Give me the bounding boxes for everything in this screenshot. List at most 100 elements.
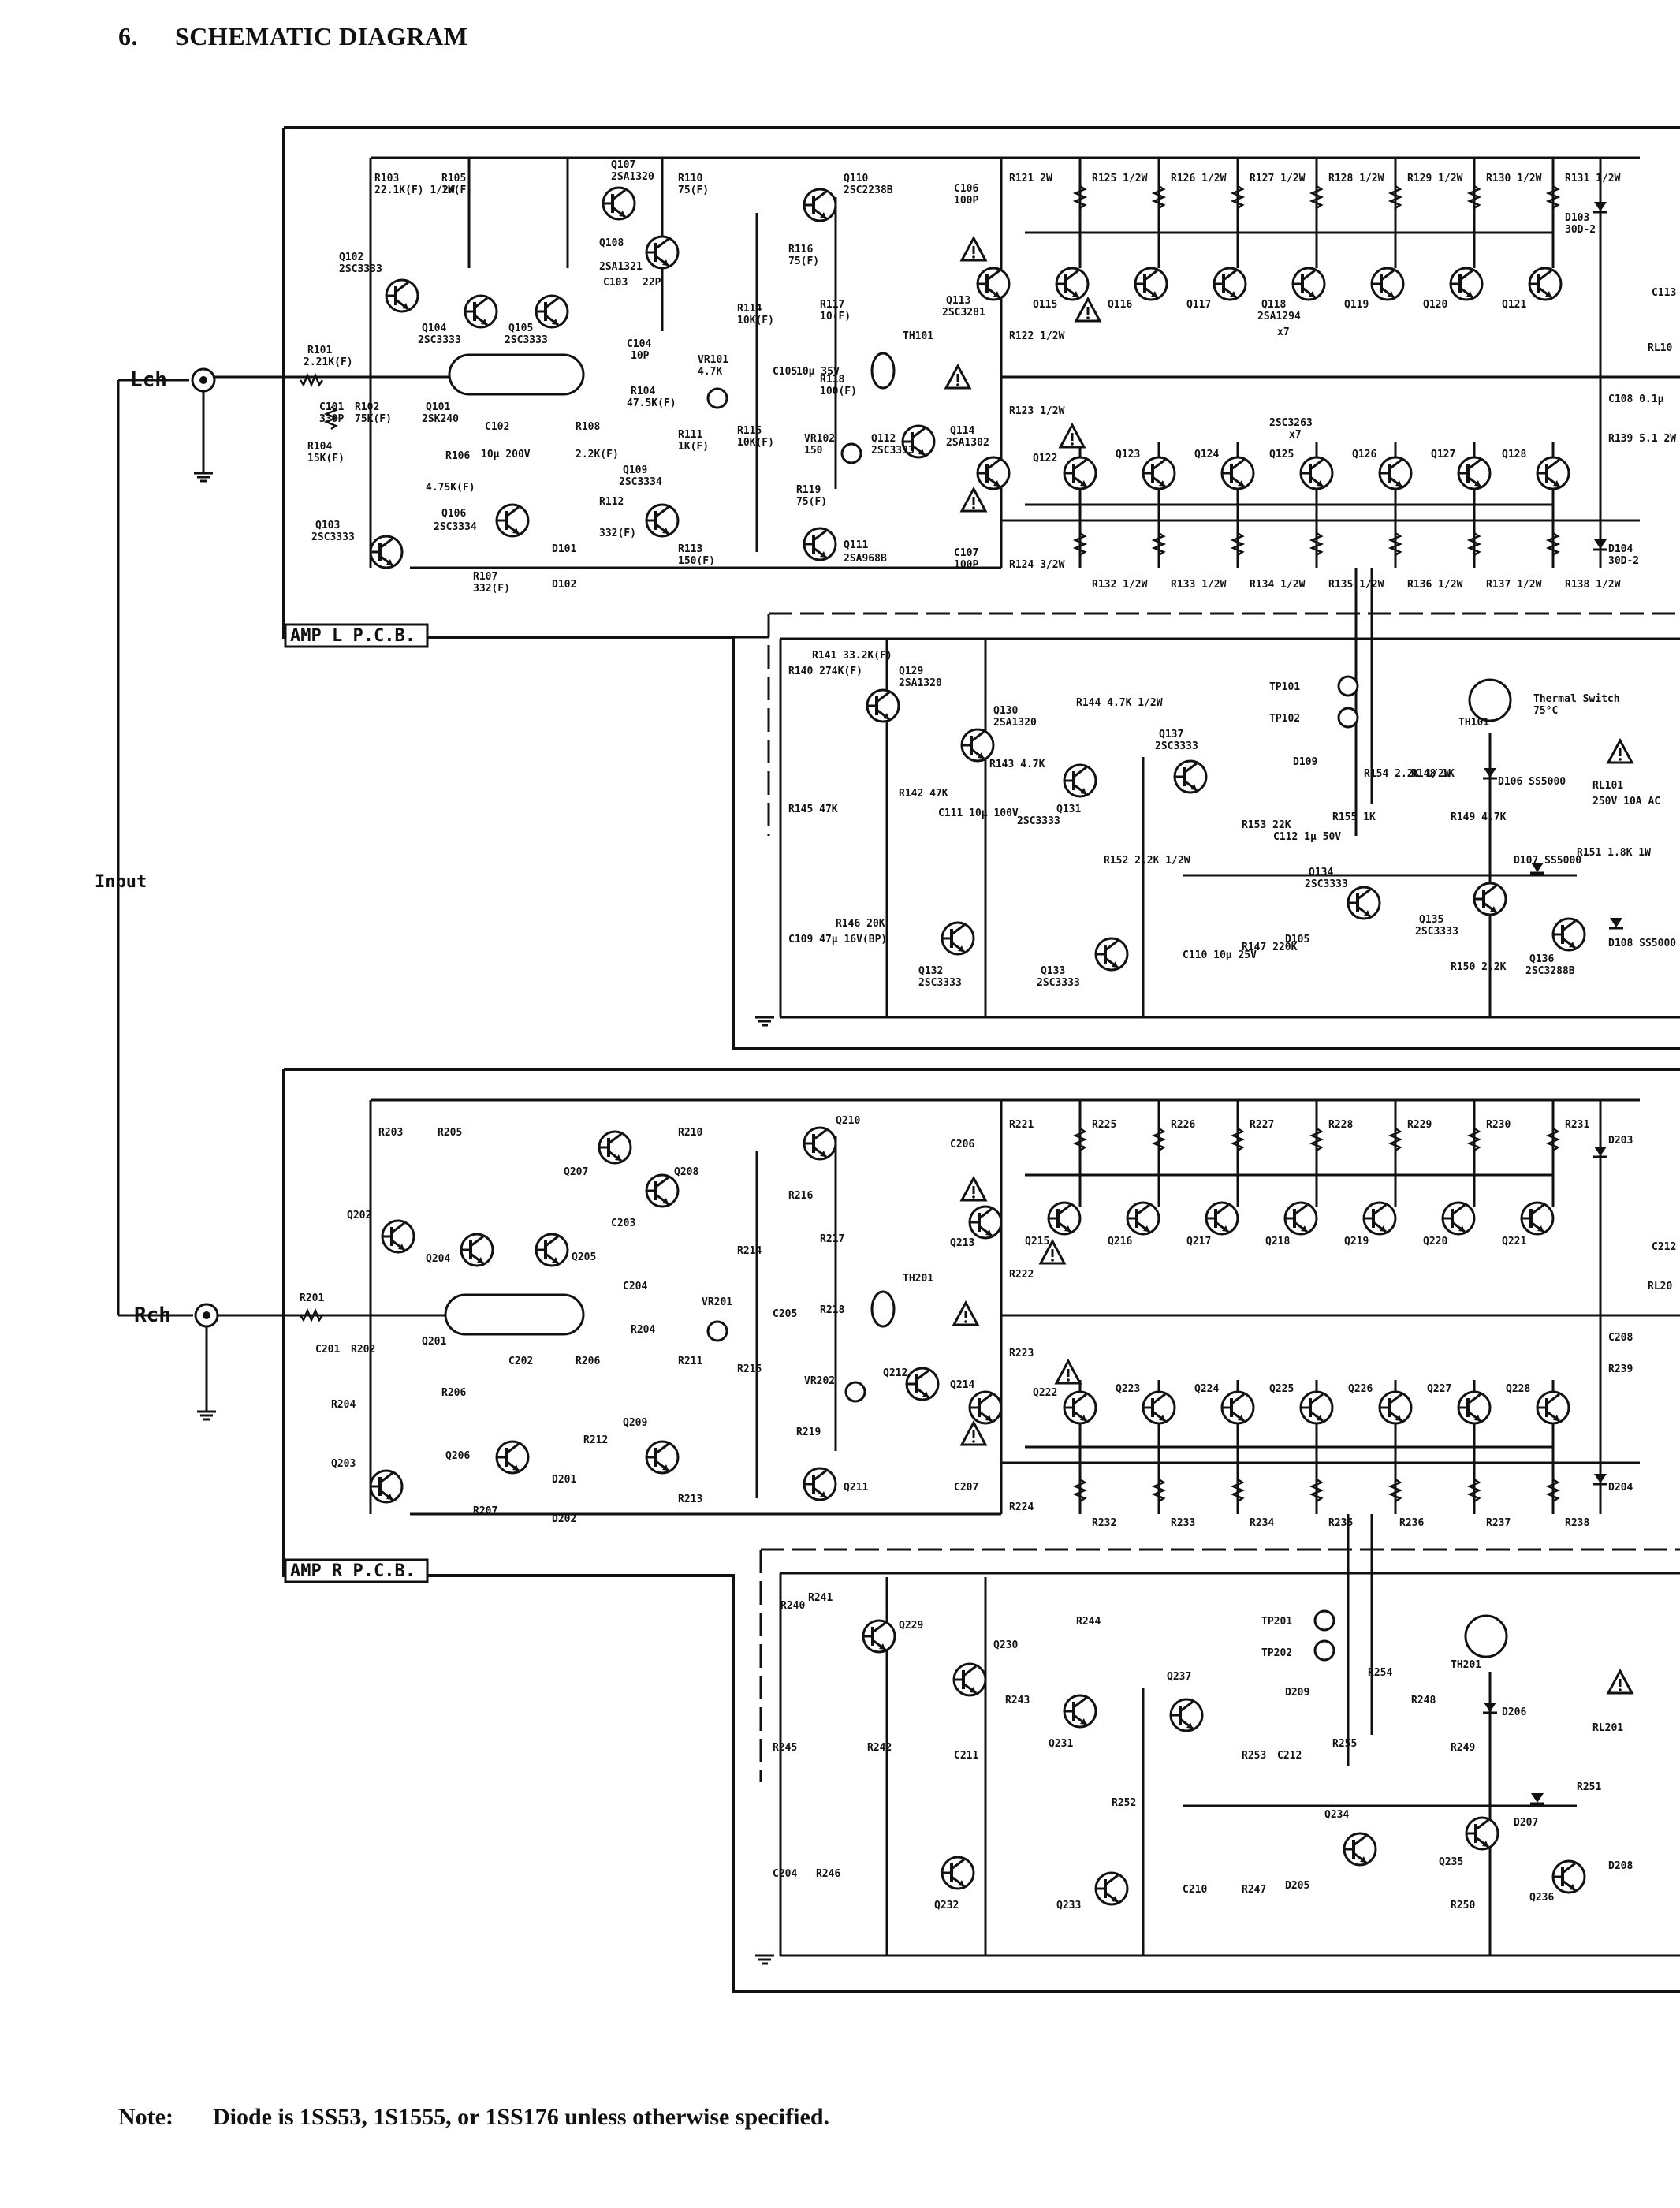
label-r227: R227 bbox=[1250, 1119, 1274, 1131]
label-rl101: RL101 bbox=[1592, 780, 1623, 792]
label-r249: R249 bbox=[1451, 1742, 1475, 1754]
label-r101: R101 bbox=[307, 345, 332, 356]
label-th101: TH101 bbox=[903, 330, 933, 342]
label-r111-value: 1K(F) bbox=[678, 441, 709, 453]
label-r251: R251 bbox=[1577, 1781, 1601, 1793]
label-d205: D205 bbox=[1285, 1880, 1309, 1892]
label-q119: Q119 bbox=[1344, 299, 1369, 311]
note-text: Diode is 1SS53, 1S1555, or 1SS176 unless… bbox=[213, 2104, 830, 2130]
label-q103-type: 2SC3333 bbox=[311, 531, 355, 543]
label-q136-type: 2SC3288B bbox=[1525, 965, 1575, 977]
warning-icon bbox=[944, 364, 971, 390]
label-r234: R234 bbox=[1250, 1517, 1274, 1529]
label-c203: C203 bbox=[611, 1218, 635, 1229]
label-r238: R238 bbox=[1565, 1517, 1589, 1529]
label-d208: D208 bbox=[1608, 1860, 1633, 1872]
warning-icon bbox=[960, 1421, 987, 1446]
label-r104b-value: 47.5K(F) bbox=[627, 397, 676, 409]
label-r244: R244 bbox=[1076, 1616, 1101, 1628]
label-c208: C208 bbox=[1608, 1332, 1633, 1344]
label-r223: R223 bbox=[1009, 1348, 1034, 1359]
label-r115: R115 bbox=[737, 425, 762, 437]
label-c202: C202 bbox=[508, 1356, 533, 1367]
label-q112: Q112 bbox=[871, 433, 896, 445]
label-q219: Q219 bbox=[1344, 1236, 1369, 1248]
label-c107: C107 bbox=[954, 547, 978, 559]
label-r143: R143 4.7K bbox=[989, 759, 1045, 770]
label-r128: R128 1/2W bbox=[1328, 173, 1384, 185]
label-q109-type: 2SC3334 bbox=[619, 476, 662, 488]
label-d104: D104 bbox=[1608, 543, 1633, 555]
label-r137: R137 1/2W bbox=[1486, 579, 1542, 591]
label-q101: Q101 bbox=[426, 401, 450, 413]
label-r245: R245 bbox=[773, 1742, 797, 1754]
amp-r-board-label: AMP R P.C.B. bbox=[290, 1561, 415, 1581]
label-r138: R138 1/2W bbox=[1565, 579, 1621, 591]
label-r204b: R204 bbox=[631, 1324, 655, 1336]
label-r248: R248 bbox=[1411, 1695, 1436, 1706]
label-r132: R132 1/2W bbox=[1092, 579, 1148, 591]
label-r103: R103 bbox=[374, 173, 399, 185]
label-q118-type: 2SA1294 bbox=[1257, 311, 1301, 323]
label-r210: R210 bbox=[678, 1127, 702, 1139]
label-c204: C204 bbox=[773, 1868, 797, 1880]
label-c212: C212 bbox=[1277, 1750, 1302, 1762]
label-r240: R240 bbox=[780, 1600, 805, 1612]
label-q231: Q231 bbox=[1049, 1738, 1073, 1750]
label-q236: Q236 bbox=[1529, 1892, 1554, 1904]
label-rl10: RL10 bbox=[1648, 342, 1672, 354]
rch-label: Rch bbox=[134, 1304, 171, 1327]
label-r127: R127 1/2W bbox=[1250, 173, 1306, 185]
rch-jack-icon[interactable] bbox=[194, 1303, 219, 1328]
label-q133-type: 2SC3333 bbox=[1037, 977, 1080, 989]
label-r239: R239 bbox=[1608, 1363, 1633, 1375]
label-thermal-switch-value: 75°C bbox=[1533, 705, 1558, 717]
label-r119-value: 75(F) bbox=[796, 496, 827, 508]
label-r118: R118 bbox=[820, 374, 844, 386]
label-r111: R111 bbox=[678, 429, 702, 441]
label-r105: R105 bbox=[441, 173, 466, 185]
label-r101-value: 2.21K(F) bbox=[304, 356, 353, 368]
label-q222: Q222 bbox=[1033, 1387, 1057, 1399]
warning-icon bbox=[1055, 1359, 1082, 1385]
label-d209: D209 bbox=[1285, 1687, 1309, 1699]
label-c204: C204 bbox=[623, 1281, 647, 1292]
label-r150: R150 2.2K bbox=[1451, 961, 1507, 973]
label-r247: R247 bbox=[1242, 1884, 1266, 1896]
label-r154: R154 2.2K 1/2W bbox=[1364, 768, 1451, 780]
label-r206b: R206 bbox=[441, 1387, 466, 1399]
label-r226: R226 bbox=[1171, 1119, 1195, 1131]
label-rl201: RL201 bbox=[1592, 1722, 1623, 1734]
label-q117: Q117 bbox=[1186, 299, 1211, 311]
label-q128: Q128 bbox=[1502, 449, 1526, 461]
label-r136: R136 1/2W bbox=[1407, 579, 1463, 591]
label-q132: Q132 bbox=[918, 965, 943, 977]
label-q132-type: 2SC3333 bbox=[918, 977, 962, 989]
label-r103-value: 22.1K(F) 1/2W bbox=[374, 185, 455, 196]
label-q204: Q204 bbox=[426, 1253, 450, 1265]
label-c104: C104 bbox=[627, 338, 651, 350]
label-q133: Q133 bbox=[1041, 965, 1065, 977]
label-r140: R140 274K(F) bbox=[788, 666, 862, 677]
label-c211: C211 bbox=[954, 1750, 978, 1762]
label-q130: Q130 bbox=[993, 705, 1018, 717]
label-r102-value: 75K(F) bbox=[355, 413, 392, 425]
label-c104-value: 10P bbox=[631, 350, 650, 362]
label-q135-type: 2SC3333 bbox=[1415, 926, 1458, 938]
label-q226: Q226 bbox=[1348, 1383, 1373, 1395]
label-q106: Q106 bbox=[441, 508, 466, 520]
label-r254: R254 bbox=[1368, 1667, 1392, 1679]
lch-jack-icon[interactable] bbox=[191, 367, 216, 393]
label-q124: Q124 bbox=[1194, 449, 1219, 461]
label-r115-value: 10K(F) bbox=[737, 437, 774, 449]
label-q220: Q220 bbox=[1423, 1236, 1447, 1248]
label-c105-value: 10µ 35V bbox=[796, 366, 840, 378]
label-c212-edge: C212 bbox=[1652, 1241, 1676, 1253]
label-q137: Q137 bbox=[1159, 729, 1183, 740]
label-q126: Q126 bbox=[1352, 449, 1376, 461]
label-c110: C110 10µ 25V bbox=[1183, 949, 1257, 961]
label-d203: D203 bbox=[1608, 1135, 1633, 1147]
label-r147: R147 220K bbox=[1242, 942, 1298, 953]
label-q116: Q116 bbox=[1108, 299, 1132, 311]
label-q234: Q234 bbox=[1324, 1809, 1349, 1821]
